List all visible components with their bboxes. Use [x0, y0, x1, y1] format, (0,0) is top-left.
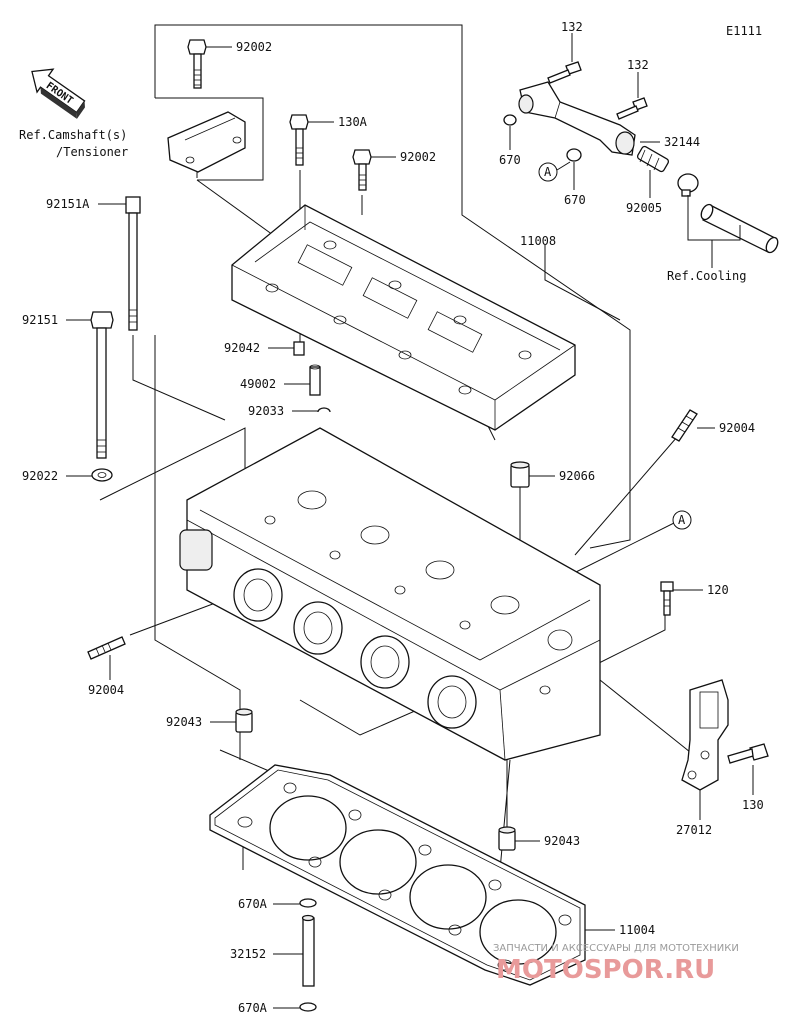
label-130a: 130A [338, 115, 368, 129]
label-11004: 11004 [619, 923, 655, 937]
pipe-32152 [301, 914, 315, 987]
label-92043-left: 92043 [166, 715, 202, 729]
label-120: 120 [707, 583, 729, 597]
bolt-130a [289, 114, 309, 166]
label-49002: 49002 [240, 377, 276, 391]
water-pipe-32144 [518, 81, 636, 156]
o-ring-670a-bottom [299, 1002, 317, 1012]
marker-a-head: A [672, 510, 692, 530]
bolt-132-b [616, 97, 648, 120]
bracket-27012 [681, 679, 729, 791]
dowel-92042 [293, 341, 305, 356]
o-ring-670a-top [299, 898, 317, 908]
label-92005: 92005 [626, 201, 662, 215]
fitting-92005 [636, 145, 670, 173]
label-92043-right: 92043 [544, 834, 580, 848]
label-130: 130 [742, 798, 764, 812]
bracket-lines [99, 24, 701, 871]
label-92002-mid: 92002 [400, 150, 436, 164]
label-92022: 92022 [22, 469, 58, 483]
label-27012: 27012 [676, 823, 712, 837]
cooling-hose [700, 203, 779, 254]
bolt-92151a [125, 196, 141, 331]
label-670-left: 670 [499, 153, 521, 167]
dowel-92043-right [498, 826, 516, 851]
label-92002-top: 92002 [236, 40, 272, 54]
front-arrow-icon: FRONT [31, 68, 86, 119]
svg-text:A: A [678, 513, 686, 527]
label-92033: 92033 [248, 404, 284, 418]
label-132-a: 132 [561, 20, 583, 34]
o-ring-670-right [566, 148, 582, 162]
svg-text:A: A [544, 165, 552, 179]
bolt-92002-mid [352, 149, 372, 191]
diagram-code: E1111 [726, 24, 762, 38]
camshaft-cap-11008 [231, 204, 576, 431]
stud-92004-right [671, 409, 698, 442]
bolt-130 [727, 743, 769, 764]
label-92151a: 92151A [46, 197, 90, 211]
label-92004-left: 92004 [88, 683, 124, 697]
stud-92004-left [87, 636, 126, 660]
cylinder-head [179, 427, 601, 761]
label-11008: 11008 [520, 234, 556, 248]
bolt-92002-top [187, 39, 207, 89]
bolt-120 [660, 581, 674, 616]
label-670-right: 670 [564, 193, 586, 207]
ring-92033 [317, 407, 331, 413]
hose-clamp [677, 173, 699, 197]
dowel-92043-left [235, 708, 253, 733]
washer-92022 [91, 468, 113, 482]
label-32144: 32144 [664, 135, 700, 149]
label-132-b: 132 [627, 58, 649, 72]
label-leaders [66, 33, 754, 1009]
label-670a-top: 670A [238, 897, 268, 911]
watermark-line1: ЗАПЧАСТИ И АКСЕССУАРЫ ДЛЯ МОТОТЕХНИКИ [493, 943, 739, 954]
label-32152: 32152 [230, 947, 266, 961]
tensioner-49002 [309, 364, 321, 396]
label-670a-bottom: 670A [238, 1001, 268, 1015]
head-gasket-11004 [209, 764, 586, 986]
o-ring-670-left [503, 114, 517, 126]
label-92066: 92066 [559, 469, 595, 483]
ref-camshaft-line1: Ref.Camshaft(s) [19, 128, 127, 142]
label-92151: 92151 [22, 313, 58, 327]
camshaft-holder [167, 111, 246, 173]
bolt-92151 [90, 311, 114, 459]
label-92004-right: 92004 [719, 421, 755, 435]
watermark-logo: MOTOSPOR.RU [496, 955, 715, 985]
ref-camshaft-line2: /Tensioner [56, 145, 128, 159]
plug-92066 [510, 461, 530, 488]
marker-a-top: A [538, 162, 558, 182]
bolt-132-a [547, 61, 582, 84]
label-92042: 92042 [224, 341, 260, 355]
cooling-ref-lines [687, 195, 741, 241]
ref-cooling: Ref.Cooling [667, 269, 746, 283]
